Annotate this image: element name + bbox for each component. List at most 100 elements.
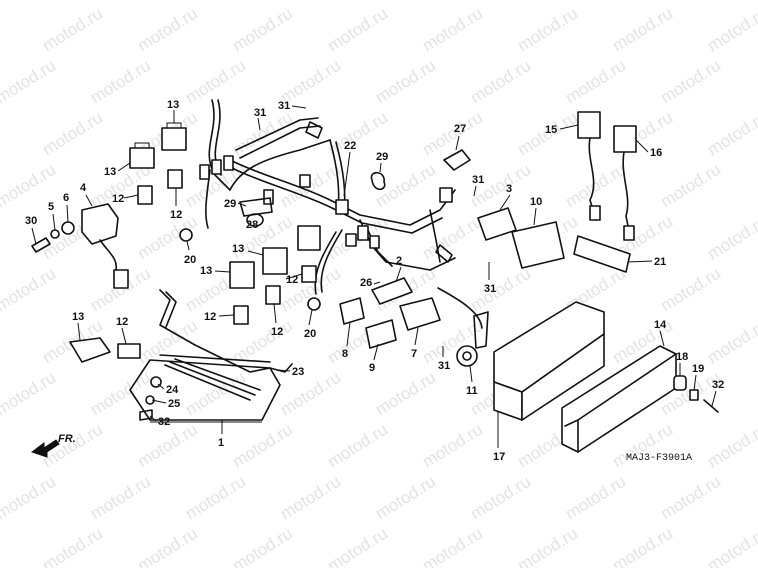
callout-12: 12 (271, 326, 283, 338)
watermark-text: motod.ru (704, 420, 758, 472)
callout-10: 10 (530, 196, 542, 208)
control-unit (493, 301, 677, 453)
watermark-text: motod.ru (562, 472, 629, 524)
relay-group-mid (179, 149, 471, 325)
callout-28: 28 (246, 219, 258, 231)
callout-29: 29 (224, 198, 236, 210)
watermark-text: motod.ru (134, 524, 201, 568)
callout-31: 31 (438, 360, 450, 372)
watermark-text: motod.ru (87, 56, 154, 108)
callout-6: 6 (63, 192, 69, 204)
watermark-text: motod.ru (657, 160, 724, 212)
callout-13: 13 (104, 166, 116, 178)
callout-17: 17 (493, 451, 505, 463)
watermark-text: motod.ru (372, 0, 439, 3)
watermark-text: motod.ru (277, 368, 344, 420)
callout-2: 2 (396, 255, 402, 267)
watermark-text: motod.ru (419, 524, 486, 568)
callout-27: 27 (454, 123, 466, 135)
watermark-text: motod.ru (609, 524, 676, 568)
watermark-text: motod.ru (182, 0, 249, 3)
watermark-text: motod.ru (372, 472, 439, 524)
watermark-text: motod.ru (229, 524, 296, 568)
watermark-text: motod.ru (704, 108, 758, 160)
watermark-text: motod.ru (467, 264, 534, 316)
watermark-text: motod.ru (657, 264, 724, 316)
sensor-assembly (31, 203, 129, 289)
electrical-units-center (339, 207, 565, 367)
callout-32: 32 (712, 379, 724, 391)
callout-30: 30 (25, 215, 37, 227)
callout-13: 13 (72, 311, 84, 323)
fuse-box-bracket (129, 289, 293, 421)
callout-25: 25 (168, 398, 180, 410)
callout-20: 20 (184, 254, 196, 266)
diagram-code: MAJ3-F3901A (626, 453, 692, 464)
watermark-text: motod.ru (182, 472, 249, 524)
callout-7: 7 (411, 348, 417, 360)
watermark-text: motod.ru (704, 212, 758, 264)
watermark-text: motod.ru (704, 4, 758, 56)
callout-4: 4 (80, 182, 87, 194)
watermark-text: motod.ru (0, 368, 59, 420)
callout-19: 19 (692, 363, 704, 375)
watermark-text: motod.ru (467, 56, 534, 108)
watermark-text: motod.ru (562, 160, 629, 212)
watermark-text: motod.ru (467, 472, 534, 524)
callout-9: 9 (369, 362, 375, 374)
watermark-text: motod.ru (419, 108, 486, 160)
watermark-text: motod.ru (657, 472, 724, 524)
callout-8: 8 (342, 348, 348, 360)
watermark-text: motod.ru (657, 0, 724, 3)
front-label: FR. (58, 433, 76, 445)
watermark-text: motod.ru (0, 0, 59, 3)
callout-20: 20 (304, 328, 316, 340)
callout-11: 11 (466, 385, 478, 397)
callout-3: 3 (506, 183, 512, 195)
watermark-text: motod.ru (182, 56, 249, 108)
callout-18: 18 (676, 351, 688, 363)
watermark-text: motod.ru (87, 472, 154, 524)
watermark-text: motod.ru (704, 524, 758, 568)
watermark-text: motod.ru (39, 108, 106, 160)
watermark-text: motod.ru (277, 0, 344, 3)
watermark-text: motod.ru (39, 4, 106, 56)
callout-12: 12 (286, 274, 298, 286)
watermark-text: motod.ru (39, 524, 106, 568)
callout-13: 13 (232, 243, 244, 255)
watermark-text: motod.ru (0, 472, 59, 524)
watermark-text: motod.ru (704, 316, 758, 368)
watermark-text: motod.ru (372, 56, 439, 108)
callout-31: 31 (484, 283, 496, 295)
watermark-text: motod.ru (324, 420, 391, 472)
callout-21: 21 (654, 256, 666, 268)
watermark-text: motod.ru (87, 0, 154, 3)
watermark-text: motod.ru (324, 524, 391, 568)
callout-5: 5 (48, 201, 54, 213)
watermark-text: motod.ru (467, 0, 534, 3)
watermark-text: motod.ru (562, 0, 629, 3)
callout-15: 15 (545, 124, 557, 136)
callout-13: 13 (167, 99, 179, 111)
leader-lines (31, 105, 717, 448)
watermark-text: motod.ru (0, 264, 59, 316)
watermark-text: motod.ru (0, 56, 59, 108)
callout-12: 12 (116, 316, 128, 328)
relay-box-lower-left (69, 337, 141, 363)
callout-14: 14 (654, 319, 667, 331)
watermark-text: motod.ru (562, 56, 629, 108)
watermark-text: motod.ru (229, 4, 296, 56)
watermark-text: motod.ru (134, 4, 201, 56)
watermark-text: motod.ru (419, 420, 486, 472)
watermark-text: motod.ru (609, 4, 676, 56)
callout-26: 26 (360, 277, 372, 289)
relay-group-top-left (129, 122, 187, 205)
watermark-text: motod.ru (229, 420, 296, 472)
callout-1: 1 (218, 437, 224, 449)
watermark-text: motod.ru (419, 4, 486, 56)
watermark-text: motod.ru (324, 4, 391, 56)
callout-31: 31 (254, 107, 266, 119)
callout-12: 12 (170, 209, 182, 221)
watermark-text: motod.ru (372, 160, 439, 212)
callout-24: 24 (166, 384, 179, 396)
